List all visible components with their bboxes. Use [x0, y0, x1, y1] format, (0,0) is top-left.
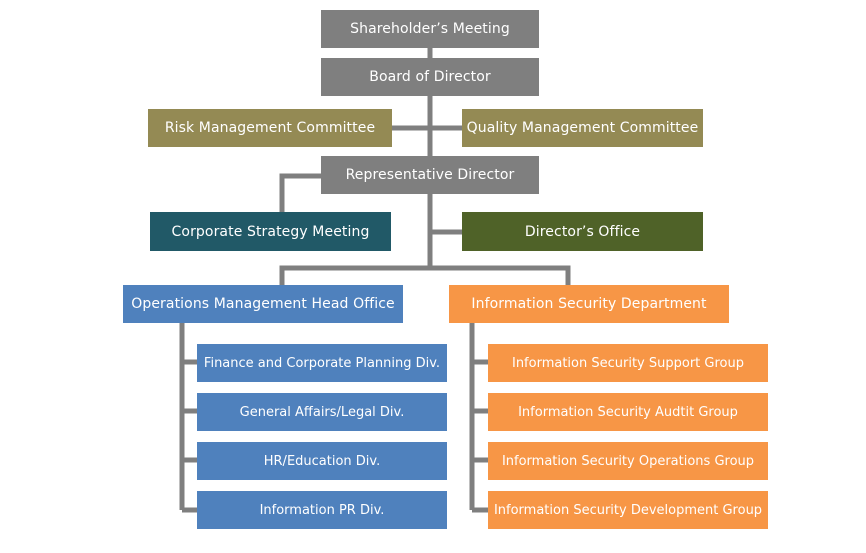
operations-head-office-box: Operations Management Head Office [123, 285, 403, 323]
shareholders-meeting-box: Shareholder’s Meeting [321, 10, 539, 48]
security-group-label: Information Security Support Group [511, 355, 744, 371]
operations-head-office-label: Operations Management Head Office [131, 296, 395, 312]
division-box: Information PR Div. [197, 491, 447, 529]
shareholders-meeting-label: Shareholder’s Meeting [350, 21, 510, 37]
division-label: Finance and Corporate Planning Div. [203, 355, 441, 371]
security-group-box: Information Security Audtit Group [488, 393, 768, 431]
connector-strategy [279, 173, 325, 212]
division-box: General Affairs/Legal Div. [197, 393, 447, 431]
division-label: Information PR Div. [259, 502, 385, 518]
corporate-strategy-meeting-box: Corporate Strategy Meeting [150, 212, 391, 251]
information-security-department-label: Information Security Department [471, 296, 707, 312]
quality-management-committee-label: Quality Management Committee [466, 120, 699, 136]
board-of-director-label: Board of Director [369, 69, 491, 85]
division-box: HR/Education Div. [197, 442, 447, 480]
division-box: Finance and Corporate Planning Div. [197, 344, 447, 382]
directors-office-box: Director’s Office [462, 212, 703, 251]
security-group-box: Information Security Operations Group [488, 442, 768, 480]
board-of-director-box: Board of Director [321, 58, 539, 96]
connector-security-groups [469, 322, 490, 513]
connector-departments [279, 265, 571, 288]
risk-management-committee-box: Risk Management Committee [148, 109, 392, 147]
security-group-label: Information Security Audtit Group [518, 404, 738, 420]
security-group-label: Information Security Operations Group [501, 453, 755, 469]
security-group-box: Information Security Support Group [488, 344, 768, 382]
security-group-box: Information Security Development Group [488, 491, 768, 529]
division-label: General Affairs/Legal Div. [239, 404, 405, 420]
information-security-department-box: Information Security Department [449, 285, 729, 323]
representative-director-label: Representative Director [345, 167, 515, 183]
security-group-label: Information Security Development Group [493, 502, 763, 518]
connector-operations-divisions [179, 322, 200, 513]
division-label: HR/Education Div. [263, 453, 381, 469]
risk-management-committee-label: Risk Management Committee [164, 120, 376, 136]
directors-office-label: Director’s Office [524, 223, 641, 240]
quality-management-committee-box: Quality Management Committee [462, 109, 703, 147]
corporate-strategy-meeting-label: Corporate Strategy Meeting [171, 223, 370, 240]
representative-director-box: Representative Director [321, 156, 539, 194]
